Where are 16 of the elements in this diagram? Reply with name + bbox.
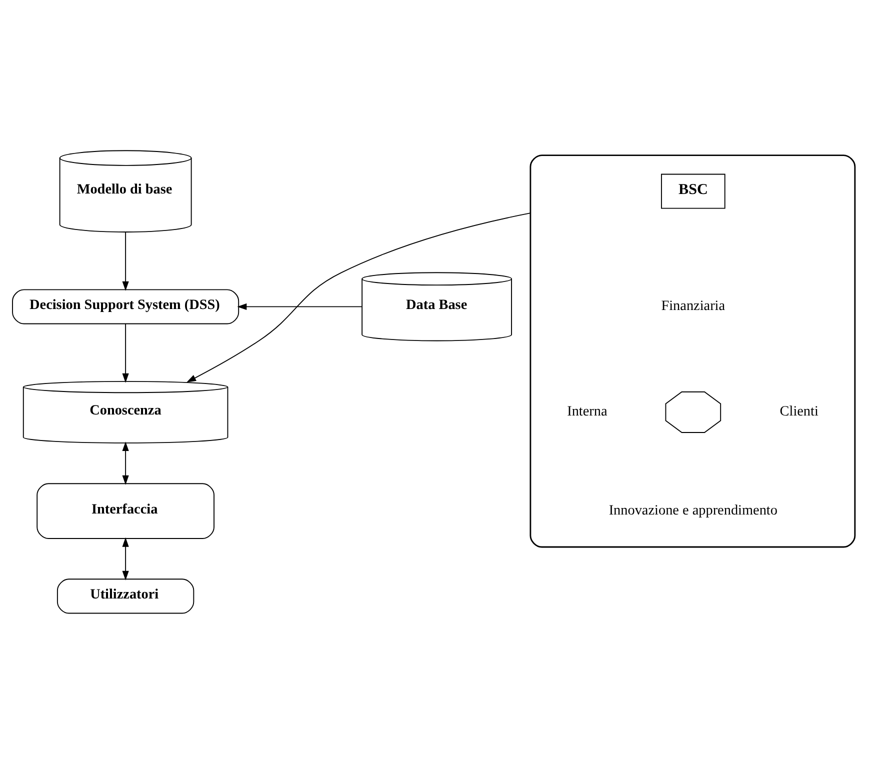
node-box: BSC — [661, 174, 726, 209]
arrow — [122, 323, 129, 383]
arrow — [122, 442, 129, 485]
node-picture — [665, 391, 722, 433]
node-box: Decision Support System (DSS) — [12, 289, 240, 324]
arrow — [122, 537, 129, 580]
label: Interna — [567, 404, 608, 420]
arrow — [237, 303, 362, 310]
label: Clienti — [780, 404, 818, 420]
cluster — [530, 154, 856, 548]
node-box: Interfaccia — [36, 483, 214, 539]
label: Innovazione e apprendimento — [608, 502, 778, 518]
label: Finanziaria — [661, 298, 726, 314]
node-box: Utilizzatori — [56, 578, 194, 614]
arrow — [186, 212, 531, 382]
arrow — [122, 232, 129, 291]
